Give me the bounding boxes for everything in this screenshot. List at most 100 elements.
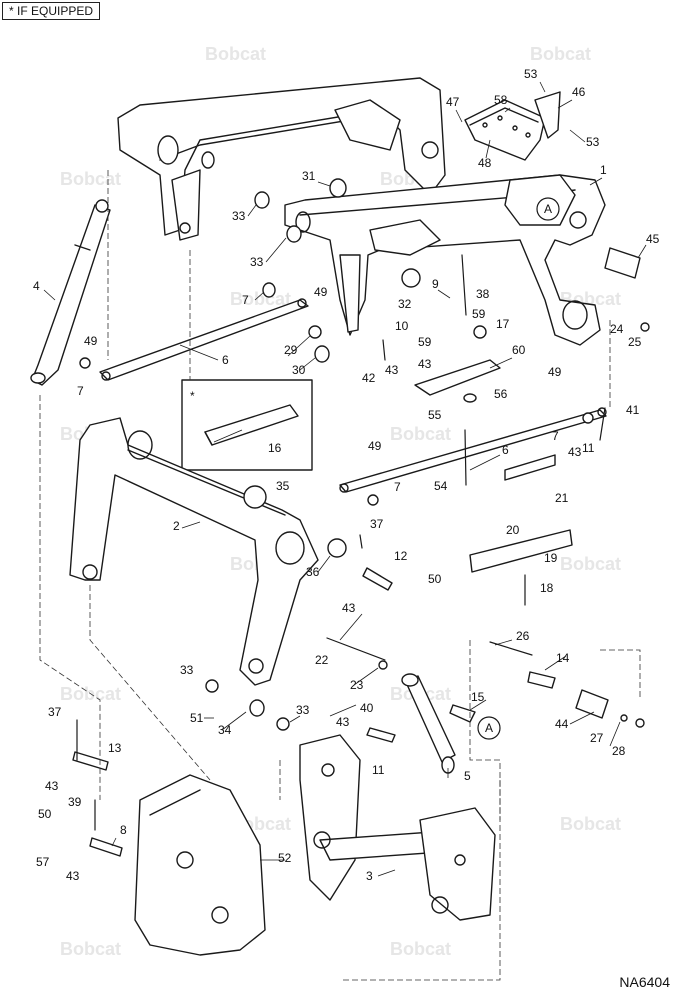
callout-label: 1 [600,163,607,177]
callout-label: 8 [120,823,127,837]
callout-label: 58 [494,93,508,107]
callout-label: 23 [350,678,364,692]
callout-label: 33 [250,255,264,269]
callout-label: 15 [471,690,485,704]
callout-label: 34 [218,723,232,737]
callout-label: 59 [472,307,486,321]
link-bar-lower [339,407,607,493]
callout-label: 20 [506,523,520,537]
callout-label: 49 [548,365,562,379]
bucket-cylinder [401,673,456,774]
callout-label: 40 [360,701,374,715]
callout-label: 53 [586,135,600,149]
watermark: Bobcat [60,169,121,189]
callout-label: 43 [418,357,432,371]
watermark: Bobcat [560,814,621,834]
callout-label: 51 [190,711,204,725]
callout-label: 53 [524,67,538,81]
callout-label: 13 [108,741,122,755]
watermark: Bobcat [560,554,621,574]
callout-label: 39 [68,795,82,809]
legend-marker: * [9,4,14,18]
callout-label: 11 [372,763,385,777]
callout-label: 47 [446,95,460,109]
callout-label: 49 [368,439,382,453]
callout-label: 55 [428,408,442,422]
callout-label: 24 [610,322,624,336]
callout-label: 33 [296,703,310,717]
callout-label: 56 [494,387,508,401]
inset-box [181,379,313,471]
callout-label: 27 [590,731,604,745]
callout-label: * [190,389,195,403]
mounting-plate [464,91,561,161]
callout-label: 10 [395,319,409,333]
chassis-frame [134,774,266,956]
reference-marker-a: A [544,202,552,216]
figure-id: NA6404 [619,974,670,990]
leader-lines [43,81,647,877]
callout-label: 52 [278,851,292,865]
callout-label: 37 [370,517,384,531]
callout-label: 37 [48,705,62,719]
callout-label: 49 [314,285,328,299]
callout-label: 32 [398,297,412,311]
link-bar-upper [99,298,309,381]
callout-label: 21 [555,491,569,505]
watermark: Bobcat [205,44,266,64]
callout-label: 3 [366,869,373,883]
callout-label: 31 [302,169,316,183]
callout-label: 43 [45,779,59,793]
callout-label: 7 [242,293,249,307]
callout-label: 44 [555,717,569,731]
legend-text: IF EQUIPPED [17,4,94,18]
tilt-cylinder [30,199,111,386]
callout-label: 43 [66,869,80,883]
callout-label: 59 [418,335,432,349]
callout-label: 45 [646,232,660,246]
callout-label: 2 [173,519,180,533]
wear-strip [414,359,501,396]
callout-label: 41 [626,403,640,417]
callout-label: 12 [394,549,408,563]
callout-label: 6 [222,353,229,367]
callout-label: 48 [478,156,492,170]
callout-label: 29 [284,343,298,357]
callout-label: 5 [464,769,471,783]
callout-label: 9 [432,277,439,291]
front-lift-arm [284,174,606,346]
callout-label: 36 [306,565,320,579]
legend-box: * IF EQUIPPED [2,2,101,20]
callout-label: 57 [36,855,50,869]
attachment-bracket [299,734,496,921]
callout-label: 22 [315,653,329,667]
watermark: Bobcat [390,424,451,444]
bolts [76,254,606,831]
callout-label: 7 [77,384,84,398]
callout-label: 7 [394,480,401,494]
rear-lift-arm [117,77,446,241]
callout-label: 4 [33,279,40,293]
callout-label: 33 [180,663,194,677]
callout-label: 50 [428,572,442,586]
callout-label: 11 [582,441,595,455]
callout-label: 50 [38,807,52,821]
callout-label: 38 [476,287,490,301]
callout-label: 19 [544,551,558,565]
callout-label: 60 [512,343,526,357]
bushings [72,178,650,857]
reference-marker-group: A A [477,197,560,740]
dashed-leaders [39,170,641,981]
callout-label: 30 [292,363,306,377]
callout-label: 7 [552,429,559,443]
callout-label: 43 [568,445,582,459]
watermark: Bobcat [390,939,451,959]
callout-label: 54 [434,479,448,493]
reference-marker-a: A [485,721,493,735]
callout-label: 42 [362,371,376,385]
watermark: Bobcat [530,44,591,64]
callout-label: 28 [612,744,626,758]
callout-label: 26 [516,629,530,643]
callout-label: 49 [84,334,98,348]
